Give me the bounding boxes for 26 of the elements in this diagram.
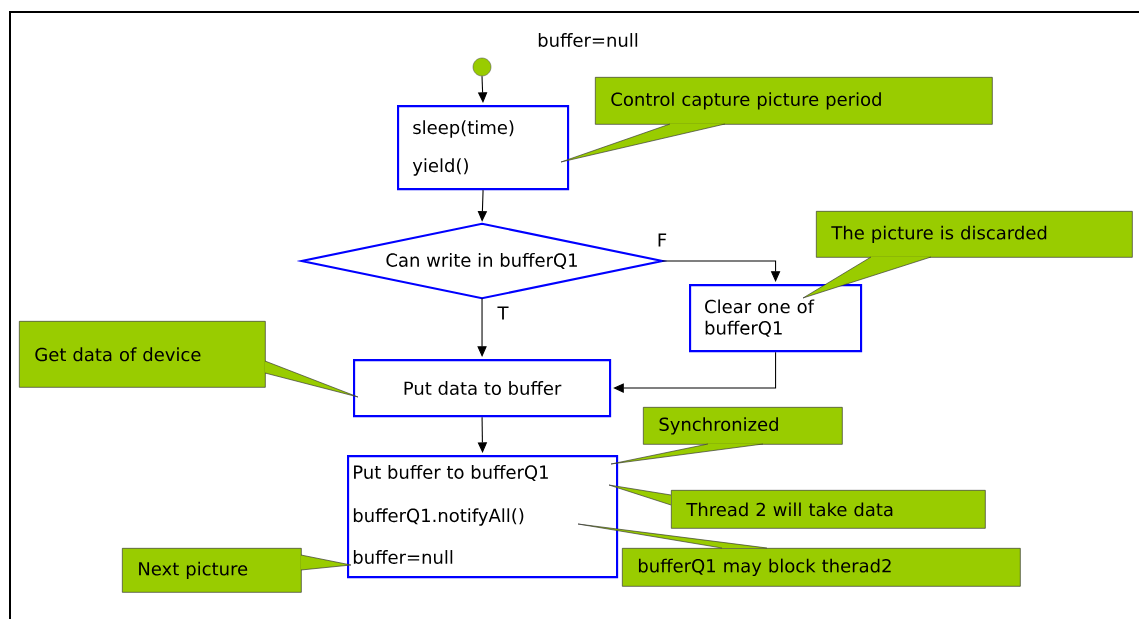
arrow xyxy=(613,351,777,393)
callout-box: Control capture picture period xyxy=(561,77,993,162)
arrow xyxy=(477,297,487,357)
arrow xyxy=(661,260,781,282)
leader-line xyxy=(802,256,932,299)
start-circle xyxy=(472,57,492,77)
leader-line xyxy=(608,484,672,506)
callout-box: Get data of device xyxy=(19,321,358,397)
leader-line xyxy=(577,523,768,549)
arrow xyxy=(477,416,488,453)
edge-label: T xyxy=(497,306,509,320)
edge-label: F xyxy=(658,233,667,247)
process-box: Clear one of bufferQ1 xyxy=(689,284,863,353)
callout-box: Next picture xyxy=(122,548,351,593)
callout-box: The picture is discarded xyxy=(803,211,1133,298)
leader-line xyxy=(560,123,726,163)
variable-label: buffer=null xyxy=(538,33,638,47)
callout-box: Thread 2 will take data xyxy=(609,485,986,529)
callout-box: bufferQ1 may block therad2 xyxy=(578,524,1021,587)
process-box: Put data to buffer xyxy=(353,359,612,418)
process-box: sleep(time) yield() xyxy=(397,105,570,191)
leader-line xyxy=(610,443,764,465)
leader-line xyxy=(264,360,359,398)
process-box: Put buffer to bufferQ1 bufferQ1.notifyAll() buffer=null xyxy=(347,455,619,579)
callout-box: Synchronized xyxy=(611,407,843,464)
leader-line xyxy=(300,554,352,571)
